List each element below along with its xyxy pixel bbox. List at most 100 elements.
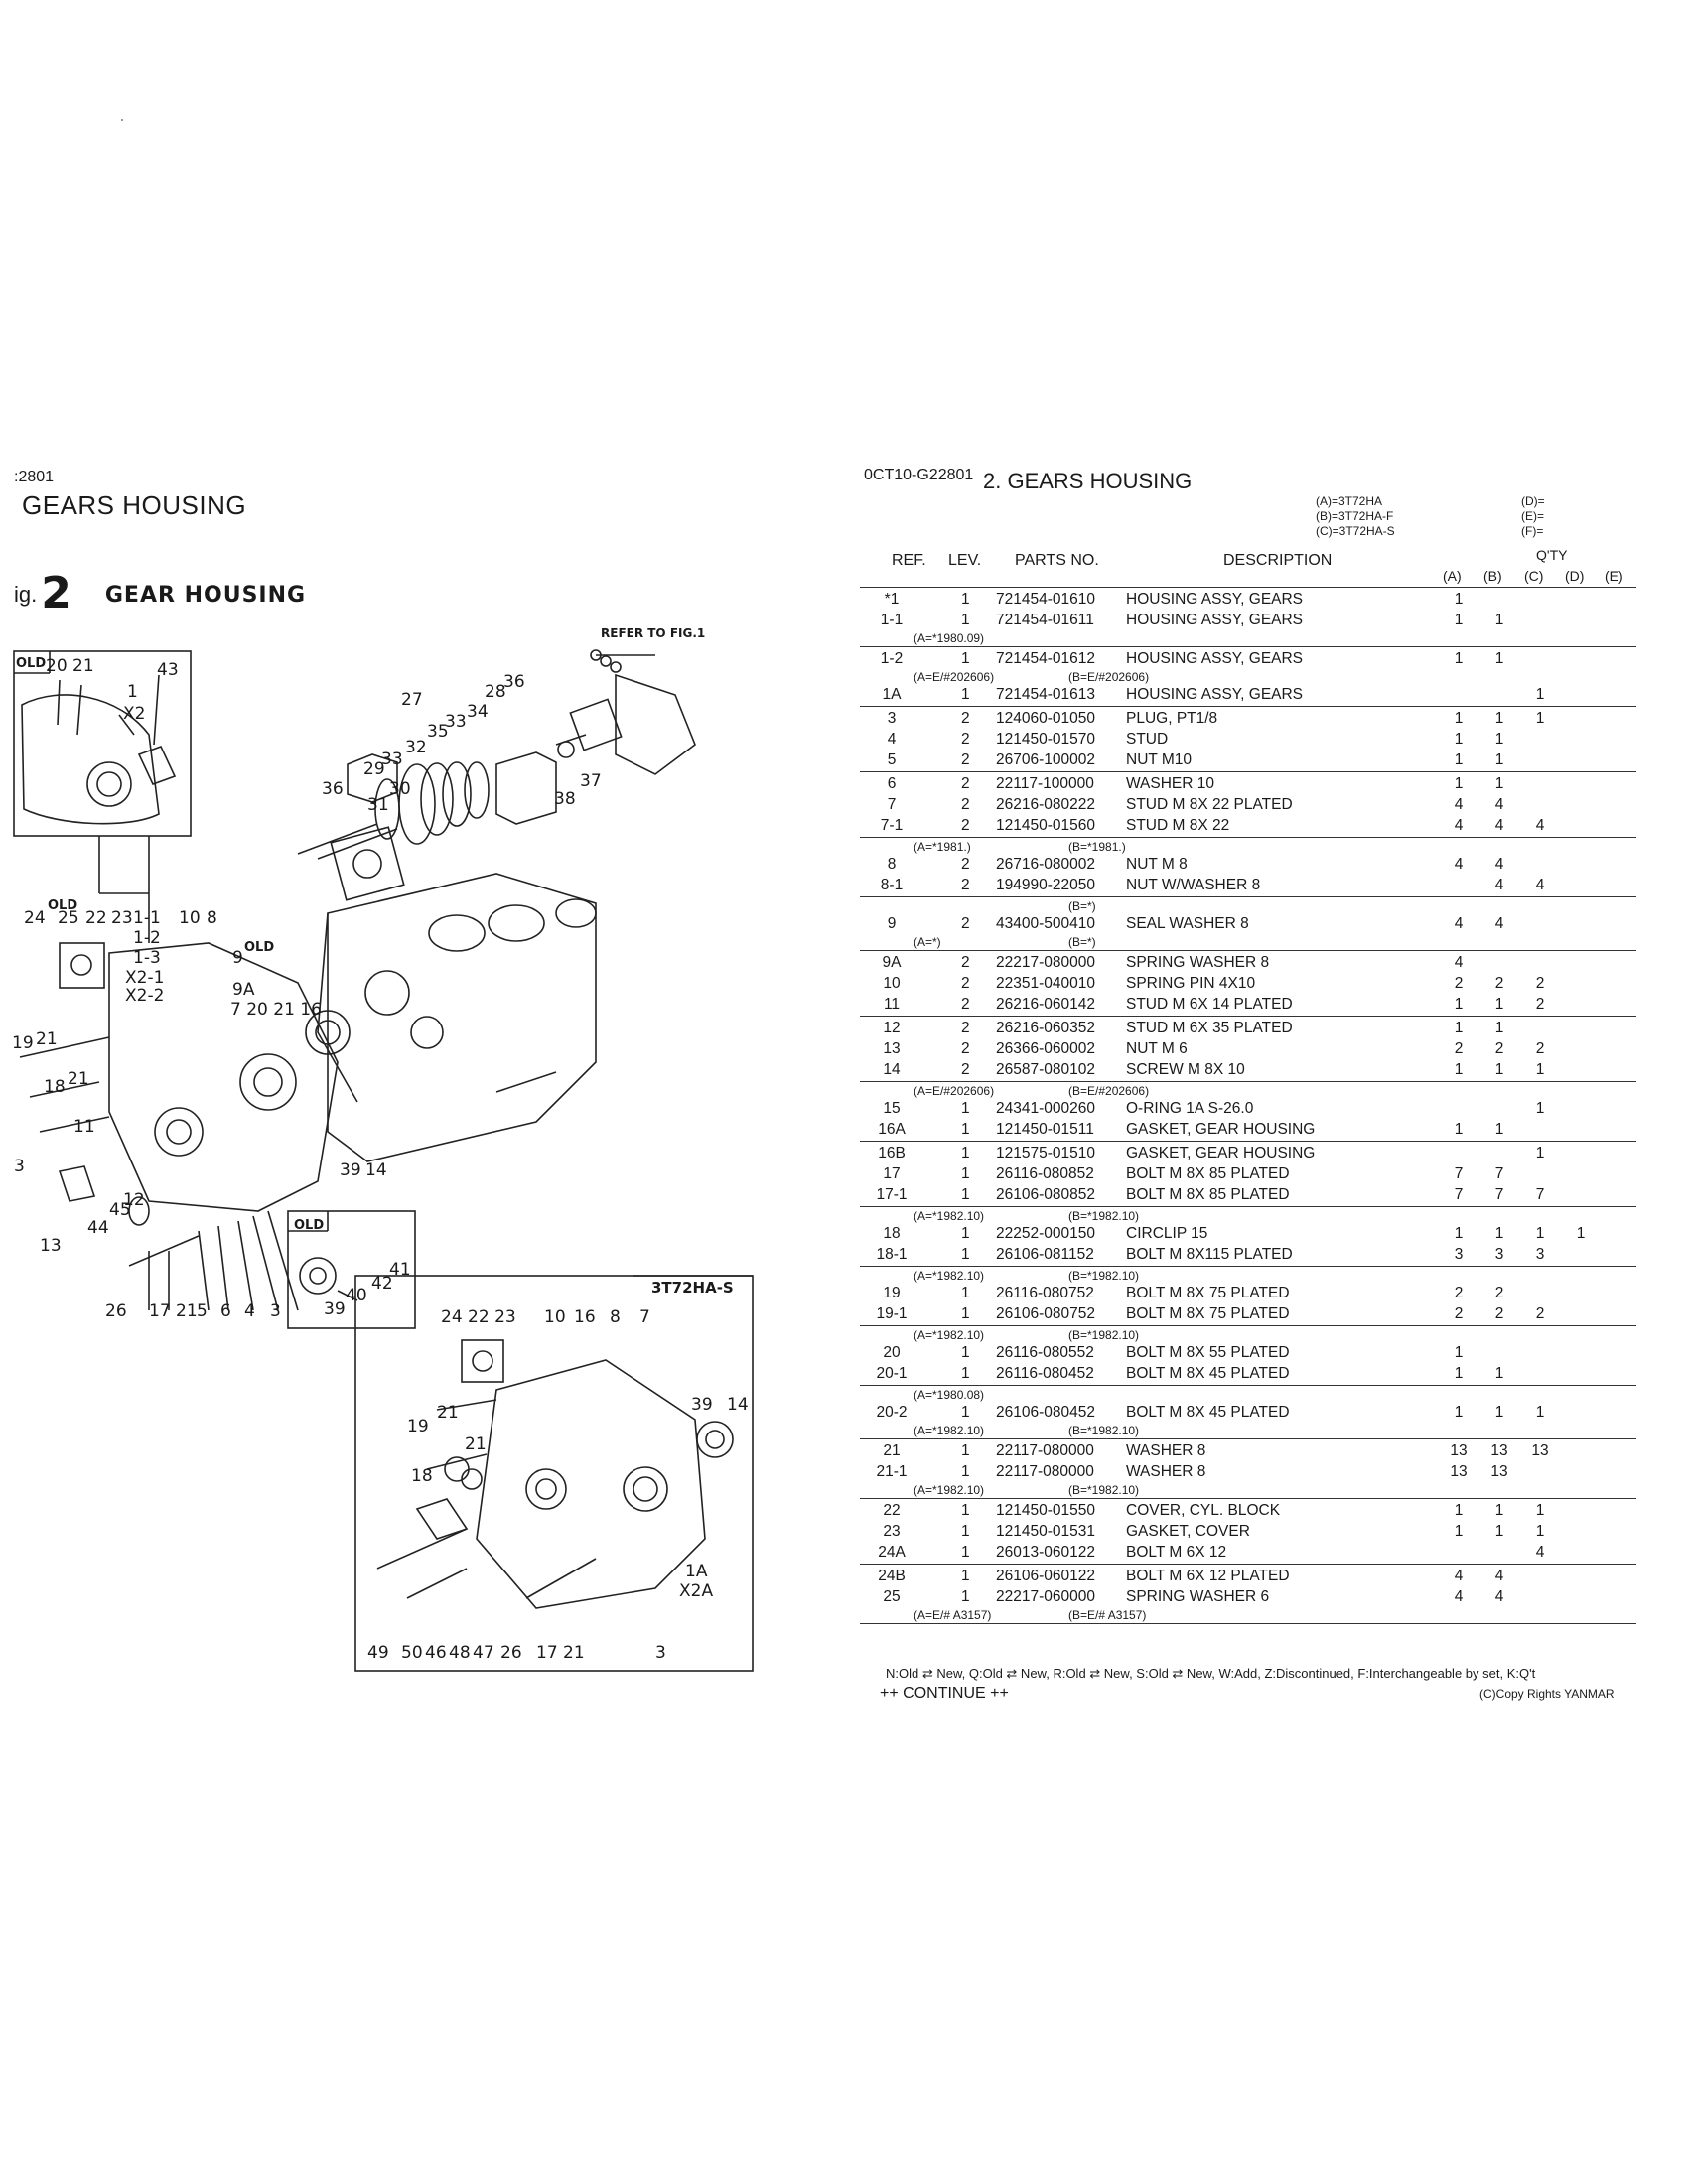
qty-cell: 4 xyxy=(1535,1544,1545,1561)
change-legend: N:Old ⇄ New, Q:Old ⇄ New, R:Old ⇄ New, S… xyxy=(886,1666,1536,1681)
qty-cell: 3 xyxy=(1494,1246,1504,1263)
part-number-cell: 26216-080222 xyxy=(996,796,1095,813)
svg-text:14: 14 xyxy=(727,1395,749,1415)
svg-text:8: 8 xyxy=(610,1307,621,1327)
svg-text:1-3: 1-3 xyxy=(133,948,161,968)
qty-cell: 7 xyxy=(1535,1186,1545,1203)
level-cell: 1 xyxy=(961,1225,970,1242)
qty-cell: 1 xyxy=(1494,751,1504,768)
part-number-cell: 26587-080102 xyxy=(996,1061,1095,1078)
qty-cell: 1 xyxy=(1494,1502,1504,1519)
svg-text:X2-1: X2-1 xyxy=(125,968,164,988)
svg-text:21: 21 xyxy=(465,1434,487,1454)
part-number-cell: 124060-01050 xyxy=(996,710,1095,727)
qty-cell: 7 xyxy=(1454,1186,1464,1203)
part-number-cell: 26106-080752 xyxy=(996,1305,1095,1322)
left-page-code: :2801 xyxy=(14,469,55,485)
ref-cell: 23 xyxy=(883,1523,901,1540)
inset-label: 3T72HA-S xyxy=(651,1279,734,1297)
qty-cell: 1 xyxy=(1535,1502,1545,1519)
level-cell: 2 xyxy=(961,996,970,1013)
svg-text:41: 41 xyxy=(389,1260,411,1280)
figure-name: GEAR HOUSING xyxy=(104,583,307,608)
part-number-cell: 26706-100002 xyxy=(996,751,1095,768)
part-number-cell: 121450-01550 xyxy=(996,1502,1095,1519)
part-number-cell: 24341-000260 xyxy=(996,1100,1095,1117)
svg-text:12: 12 xyxy=(123,1190,145,1210)
part-number-cell: 194990-22050 xyxy=(996,877,1095,893)
ref-cell: 16B xyxy=(878,1145,906,1161)
qty-cell: 4 xyxy=(1535,817,1545,834)
part-number-cell: 22351-040010 xyxy=(996,975,1095,992)
svg-text:33: 33 xyxy=(381,750,403,769)
right-page-title: 2. GEARS HOUSING xyxy=(983,469,1193,493)
svg-text:20 21: 20 21 xyxy=(46,656,94,676)
part-number-cell: 22217-080000 xyxy=(996,954,1095,971)
row-separator xyxy=(860,646,1636,647)
ref-cell: 9 xyxy=(887,915,897,932)
note-b: (B=E/# A3157) xyxy=(1068,1608,1147,1622)
copyright: (C)Copy Rights YANMAR xyxy=(1479,1687,1615,1701)
svg-text:17 21: 17 21 xyxy=(536,1643,585,1663)
level-cell: 2 xyxy=(961,817,970,834)
qty-cell: 1 xyxy=(1454,1225,1464,1242)
qty-cell: 3 xyxy=(1454,1246,1464,1263)
level-cell: 1 xyxy=(961,686,970,703)
svg-text:10: 10 xyxy=(544,1307,566,1327)
qty-col-c: (C) xyxy=(1524,568,1544,584)
svg-text:31: 31 xyxy=(367,795,389,815)
old-label-3: OLD xyxy=(48,898,77,913)
svg-text:1-2: 1-2 xyxy=(133,928,161,948)
description-cell: STUD M 8X 22 xyxy=(1126,817,1230,834)
part-number-cell: 22117-080000 xyxy=(996,1463,1094,1480)
qty-cell: 1 xyxy=(1494,1061,1504,1078)
svg-text:X2-2: X2-2 xyxy=(125,986,164,1006)
level-cell: 1 xyxy=(961,1442,970,1459)
qty-cell: 1 xyxy=(1494,1225,1504,1242)
ref-cell: *1 xyxy=(884,591,900,608)
ref-cell: 25 xyxy=(883,1588,901,1605)
part-number-cell: 26106-080852 xyxy=(996,1186,1095,1203)
level-cell: 1 xyxy=(961,1285,970,1301)
description-cell: WASHER 10 xyxy=(1126,775,1215,792)
qty-cell: 1 xyxy=(1454,710,1464,727)
ref-cell: 21 xyxy=(883,1442,901,1459)
svg-text:40: 40 xyxy=(346,1286,367,1305)
qty-cell: 1 xyxy=(1535,1145,1545,1161)
ref-cell: 13 xyxy=(883,1040,901,1057)
svg-text:36: 36 xyxy=(322,779,344,799)
serial-note: (A=*)(B=*) xyxy=(860,934,1636,949)
description-cell: NUT M 6 xyxy=(1126,1040,1188,1057)
qty-cell: 2 xyxy=(1535,975,1545,992)
serial-note: (A=*1982.10)(B=*1982.10) xyxy=(860,1208,1636,1223)
level-cell: 2 xyxy=(961,877,970,893)
level-cell: 2 xyxy=(961,954,970,971)
svg-text:28: 28 xyxy=(485,682,506,702)
svg-text:36: 36 xyxy=(503,672,525,692)
row-separator xyxy=(860,1623,1636,1624)
qty-cell: 7 xyxy=(1494,1165,1504,1182)
qty-cell: 1 xyxy=(1494,612,1504,628)
svg-text:3: 3 xyxy=(655,1643,666,1663)
level-cell: 1 xyxy=(961,1145,970,1161)
description-cell: NUT M 8 xyxy=(1126,856,1188,873)
qty-cell: 1 xyxy=(1454,591,1464,608)
serial-note: (B=*) xyxy=(860,898,1636,913)
part-number-cell: 26716-080002 xyxy=(996,856,1095,873)
row-separator xyxy=(860,950,1636,951)
figure-prefix: ig. xyxy=(14,582,38,607)
serial-note: (A=E/#202606)(B=E/#202606) xyxy=(860,1083,1636,1098)
